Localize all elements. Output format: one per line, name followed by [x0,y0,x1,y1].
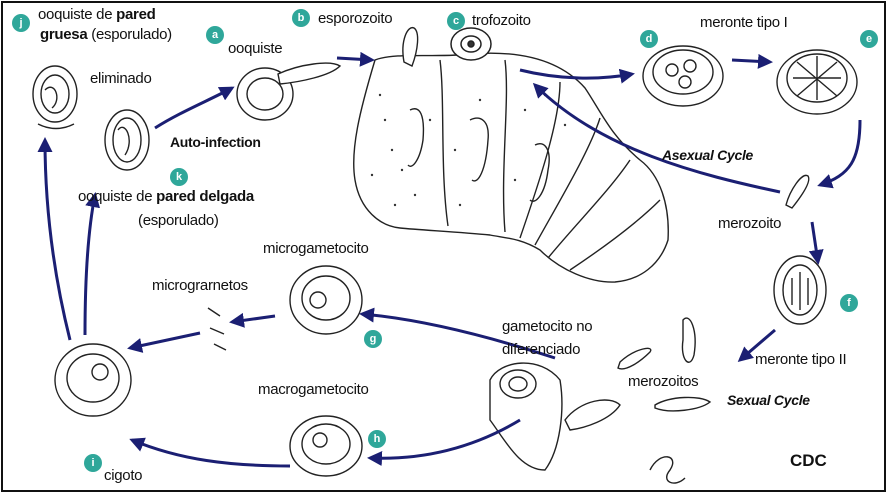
gametocyte-label-1: gametocito no [502,318,592,336]
cell-merozoites-f [618,318,710,411]
badge-i: i [84,454,102,472]
badge-a: a [206,26,224,44]
merozoite-label: merozoito [718,215,781,233]
merozoites-label: merozoitos [628,373,698,391]
asexual-cycle-label: Asexual Cycle [662,146,753,164]
thin-oocyst-label-1: ooquiste de pared delgada [78,188,254,206]
sporozoite-label: esporozoito [318,10,392,28]
sporozoite-figure [403,28,418,66]
cell-thin-oocyst [105,110,149,170]
thick-oocyst-label-1: ooquiste de pared [38,6,156,24]
microgametes-label: micrograrnetos [152,277,248,295]
cdc-credit: CDC [790,451,827,471]
thin-oocyst-label-2: (esporulado) [138,212,219,230]
badge-k: k [170,168,188,186]
thick-oocyst-label-2: gruesa (esporulado) [40,26,172,44]
cell-thick-oocyst [33,66,77,129]
badge-h: h [368,430,386,448]
meront1-label: meronte tipo I [700,14,788,32]
badge-g: g [364,330,382,348]
meront2-label: meronte tipo II [755,351,846,369]
eliminated-label: eliminado [90,70,152,88]
badge-b: b [292,9,310,27]
microgametocyte-label: microgametocito [263,240,369,258]
badge-f: f [840,294,858,312]
cell-microgametocyte [290,266,362,334]
trophozoite-figure [451,28,491,60]
trophozoite-label: trofozoito [472,12,531,30]
zygote-label: cigoto [104,467,142,485]
intestinal-epithelium [354,53,669,282]
cell-microgametes [208,308,226,350]
cell-spiral [650,457,685,483]
badge-j: j [12,14,30,32]
cell-meront2 [774,256,826,324]
cell-merozoite [786,175,809,208]
cell-meront1-e [777,50,857,114]
cell-macrogametocyte [290,416,362,476]
cell-meront1-d [643,46,723,106]
badge-d: d [640,30,658,48]
sexual-cycle-label: Sexual Cycle [727,391,810,409]
cell-zygote [55,344,131,416]
oocyst-label: ooquiste [228,40,282,58]
macrogametocyte-label: macrogametocito [258,381,369,399]
auto-infection-label: Auto-infection [170,133,261,151]
badge-c: c [447,12,465,30]
gametocyte-label-2: diferenciado [502,341,580,359]
badge-e: e [860,30,878,48]
cell-gametocyte [490,363,620,470]
cell-oocyst-b [237,63,340,120]
